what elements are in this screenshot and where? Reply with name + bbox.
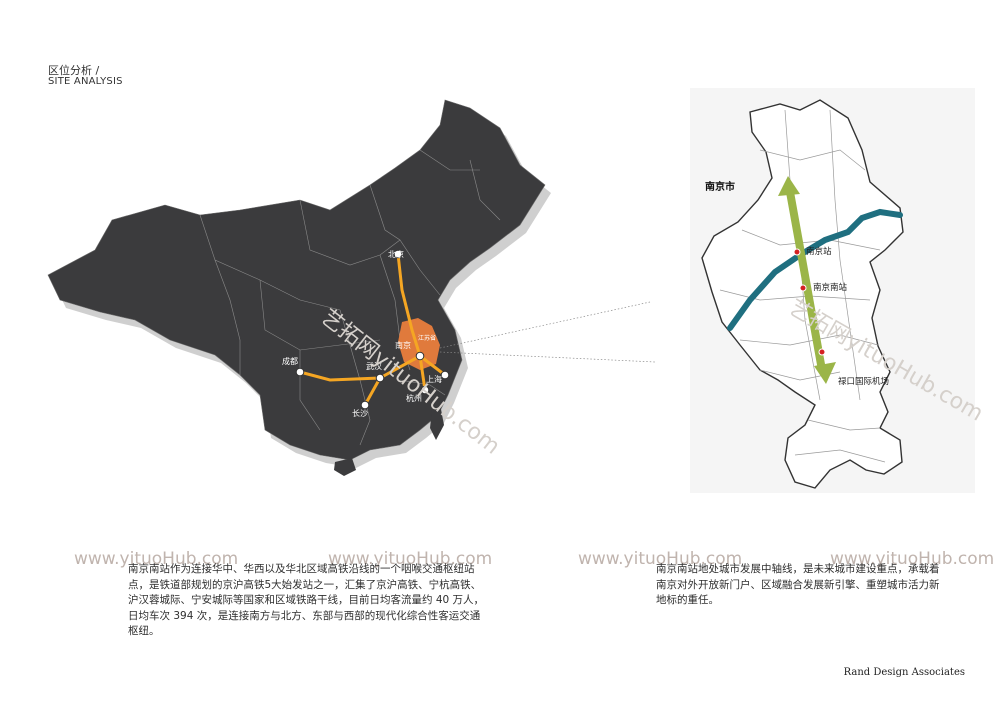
hainan-island <box>334 458 356 476</box>
rail-nanjing-hangzhou <box>418 354 427 392</box>
city-node-chengdu <box>295 367 305 377</box>
city-nodes <box>295 249 450 410</box>
station-dot-nanjing <box>793 248 801 256</box>
city-label-chengdu: 成都 <box>282 356 298 366</box>
yangtze-river <box>727 208 903 331</box>
city-label-wuhan: 武汉 <box>366 361 382 371</box>
station-label-nanjing: 南京站 <box>806 246 832 257</box>
city-node-changsha <box>360 400 370 410</box>
section-title-cn: 区位分析 / <box>48 64 100 77</box>
city-node-hangzhou <box>420 385 430 395</box>
nanjing-map-title: 南京市 <box>705 180 735 193</box>
brand-footer: Rand Design Associates <box>843 667 965 678</box>
city-node-wuhan <box>375 373 385 383</box>
watermark-url-3: www.yituoHub.com <box>578 549 743 569</box>
taiwan-island <box>430 404 444 440</box>
city-node-shanghai <box>440 370 450 380</box>
rail-chengdu-nanjing <box>298 354 422 382</box>
jiangsu-province <box>398 318 440 370</box>
rail-beijing-nanjing <box>396 252 422 358</box>
section-title-en: SITE ANALYSIS <box>48 76 123 87</box>
watermark-url-2: www.yituoHub.com <box>328 549 493 569</box>
development-axis-arrow <box>778 176 836 384</box>
watermark-url-1: www.yituoHub.com <box>74 549 239 569</box>
rail-nanjing-shanghai <box>418 354 447 377</box>
rail-wuhan-changsha <box>363 376 382 407</box>
station-dot-airport <box>818 348 826 356</box>
station-label-airport: 禄口国际机场 <box>838 376 889 387</box>
city-label-nanjing: 南京 <box>395 340 411 350</box>
city-label-shanghai: 上海 <box>426 374 442 384</box>
nanjing-boundary <box>701 99 904 489</box>
connector-lines <box>439 301 656 363</box>
station-dot-nanjing-south <box>799 284 807 292</box>
city-node-nanjing <box>415 351 425 361</box>
station-label-nanjing-south: 南京南站 <box>813 282 848 293</box>
city-node-beijing <box>393 249 403 259</box>
city-label-changsha: 长沙 <box>352 408 368 418</box>
province-label: 江苏省 <box>418 334 436 342</box>
watermark-url-4: www.yituoHub.com <box>830 549 993 569</box>
city-label-hangzhou: 杭州 <box>406 393 422 403</box>
paragraph-right: 南京南站地处城市发展中轴线，是未来城市建设重点，承载着南京对外开放新门户、区域融… <box>656 563 940 606</box>
rail-lines <box>298 252 447 407</box>
paragraph-left: 南京南站作为连接华中、华西以及华北区域高铁沿线的一个咽喉交通枢纽站点，是铁道部规… <box>128 563 485 637</box>
city-label-beijing: 北京 <box>388 249 404 259</box>
